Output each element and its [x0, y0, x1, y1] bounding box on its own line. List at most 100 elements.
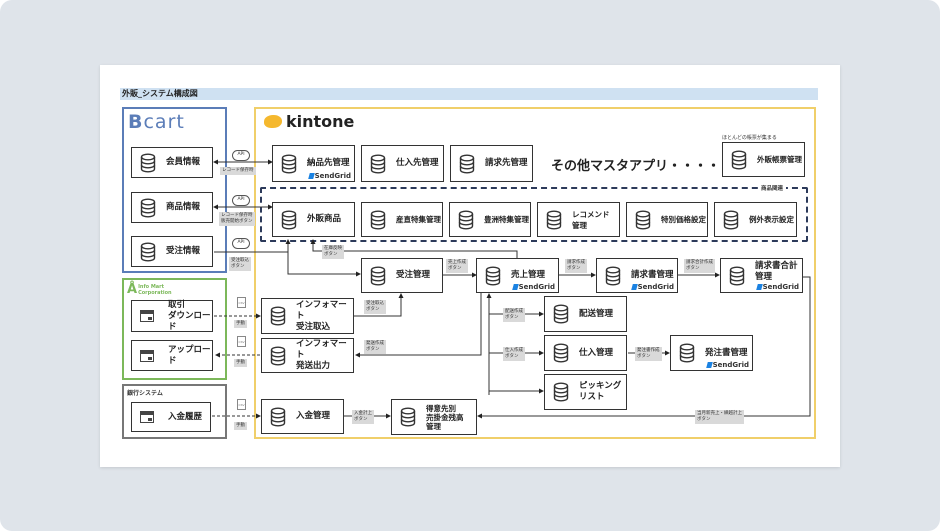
app-purchase-management[interactable]: 仕入管理	[544, 335, 627, 371]
csv-file-icon: CSV	[237, 297, 246, 308]
kintone-cloud-icon	[264, 115, 282, 128]
app-picking-list[interactable]: ピッキング リスト	[544, 374, 627, 410]
database-icon	[140, 242, 156, 262]
kintone-logo: kintone	[264, 112, 354, 131]
bcart-logo: Bcart	[128, 111, 185, 133]
app-delivery-master[interactable]: 納品先管理 SendGrid	[272, 145, 355, 182]
database-icon	[729, 266, 745, 286]
line-sales-to-gaihan	[310, 239, 518, 258]
bank-payment-history[interactable]: 入金履歴	[131, 402, 211, 432]
app-infomart-order-import[interactable]: インフォマート 受注取込	[261, 298, 354, 334]
database-icon	[485, 266, 501, 286]
tag-order-import-button-2: 受注取込 ボタン	[364, 300, 386, 314]
tag-delivery-create-button: 配送作成 ボタン	[503, 308, 525, 322]
window-icon	[140, 411, 154, 423]
database-icon	[281, 154, 297, 174]
tag-manual: 手動	[234, 359, 247, 367]
forms-note: ほとんどの帳票が集まる	[722, 135, 777, 141]
database-icon	[458, 210, 474, 230]
app-sales-management[interactable]: 売上管理 SendGrid	[476, 258, 559, 293]
database-icon	[400, 407, 416, 427]
database-icon	[679, 343, 695, 363]
app-forms-management[interactable]: 外販帳票管理	[722, 142, 805, 177]
database-icon	[370, 210, 386, 230]
sendgrid-icon	[307, 173, 315, 179]
database-icon	[270, 407, 286, 427]
app-special-price[interactable]: 特別価格設定	[626, 202, 708, 237]
bcart-member-info[interactable]: 会員情報	[131, 147, 213, 178]
tag-invoice-total-create-button: 請求合計作成 ボタン	[684, 259, 715, 273]
bcart-logo-icon: B	[128, 111, 144, 133]
app-order-management[interactable]: 受注管理	[361, 258, 443, 293]
database-icon	[605, 266, 621, 286]
bcart-group: Bcart	[122, 107, 227, 273]
tag-purchase-create-button: 仕入作成 ボタン	[503, 347, 525, 361]
tag-record-save: レコード保存時	[220, 167, 256, 175]
app-billing-master[interactable]: 請求先管理	[450, 145, 533, 182]
database-icon	[459, 154, 475, 174]
line-sales-to-infomart-out	[355, 293, 482, 358]
tag-order-import-button: 受注取込 ボタン	[229, 257, 251, 271]
bank-group: 銀行システム	[122, 384, 227, 439]
line-to-order-mgmt	[287, 252, 361, 277]
product-group-label: 商品関連	[757, 184, 786, 192]
window-icon	[140, 310, 154, 322]
app-delivery-management[interactable]: 配送管理	[544, 296, 627, 332]
database-icon	[731, 150, 747, 170]
api-cloud-icon: API	[232, 238, 250, 249]
app-infomart-ship-export[interactable]: インフォマート 発送出力	[261, 338, 354, 373]
database-icon	[281, 210, 297, 230]
other-master-apps-text: その他マスタアプリ・・・・・	[551, 159, 734, 174]
infomart-upload[interactable]: アップロード	[131, 340, 213, 371]
api-cloud-icon: API	[232, 195, 250, 206]
sendgrid-badge: SendGrid	[630, 283, 674, 291]
database-icon	[370, 154, 386, 174]
database-icon	[140, 198, 156, 218]
database-icon	[270, 346, 286, 366]
app-exception-display[interactable]: 例外表示設定	[714, 202, 797, 237]
infomart-download[interactable]: 取引 ダウンロード	[131, 300, 213, 332]
app-gaihan-product[interactable]: 外販商品	[272, 202, 355, 237]
database-icon	[553, 382, 569, 402]
sendgrid-icon	[630, 284, 638, 290]
tag-invoice-create-button: 請求作成 ボタン	[565, 259, 587, 273]
tag-stock-update-button: 在庫反映 ボタン	[322, 245, 344, 259]
sendgrid-icon	[755, 284, 763, 290]
api-cloud-icon: API	[232, 150, 250, 161]
app-invoice-management[interactable]: 請求書管理 SendGrid	[596, 258, 678, 293]
infomart-group: Å Info Mart Corporation	[122, 278, 227, 380]
window-icon	[140, 349, 154, 362]
tag-manual: 手動	[234, 320, 247, 328]
sendgrid-icon	[705, 362, 713, 368]
sendgrid-badge: SendGrid	[307, 172, 351, 180]
csv-file-icon: CSV	[237, 399, 246, 410]
line-total-to-receivable	[477, 276, 811, 419]
tag-prev-month-button: 当月新売上・繰越計上 ボタン	[695, 410, 744, 424]
sendgrid-badge: SendGrid	[511, 283, 555, 291]
app-invoice-total-management[interactable]: 請求書合計 管理 SendGrid	[720, 258, 803, 293]
product-group: 商品関連	[260, 184, 808, 242]
database-icon	[140, 153, 156, 173]
tag-sales-create-button: 売上作成 ボタン	[446, 259, 468, 273]
database-icon	[635, 210, 651, 230]
database-icon	[370, 266, 386, 286]
infomart-logo: Å Info Mart Corporation	[127, 282, 172, 297]
app-recommend[interactable]: レコメンド 管理	[537, 202, 620, 237]
app-purchase-order-management[interactable]: 発注書管理 SendGrid	[670, 335, 753, 371]
database-icon	[723, 210, 739, 230]
csv-file-icon: CSV	[237, 336, 246, 347]
database-icon	[270, 306, 286, 326]
bcart-product-info[interactable]: 商品情報	[131, 192, 213, 223]
app-sanchoku-feature[interactable]: 産直特集管理	[361, 202, 443, 237]
app-receivable-balance[interactable]: 得意先別 売掛金残高 管理	[391, 399, 477, 435]
sendgrid-badge: SendGrid	[755, 283, 799, 291]
tag-manual: 手動	[234, 422, 247, 430]
bank-group-label: 銀行システム	[127, 390, 163, 397]
app-supplier-master[interactable]: 仕入先管理	[361, 145, 444, 182]
bcart-order-info[interactable]: 受注情報	[131, 236, 213, 267]
database-icon	[553, 304, 569, 324]
app-toyosu-feature[interactable]: 豊洲特集管理	[449, 202, 531, 237]
line-infomart-in-to-order	[354, 293, 404, 317]
app-payment-management[interactable]: 入金管理	[261, 399, 344, 434]
tag-record-save-sale-start: レコード保存時 販売開始ボタン	[219, 212, 255, 226]
